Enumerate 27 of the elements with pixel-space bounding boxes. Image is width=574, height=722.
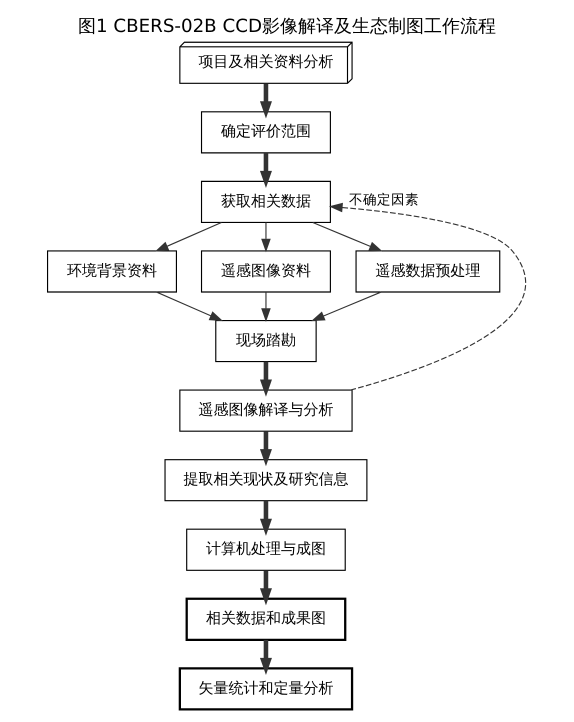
node-box: 环境背景资料 [47, 250, 177, 293]
arrow [156, 292, 224, 322]
arrow [260, 83, 272, 118]
node-box: 提取相关现状及研究信息 [164, 459, 368, 502]
arrow [260, 640, 272, 675]
arrow [260, 152, 272, 188]
node-box: 现场踏勘 [215, 320, 317, 362]
node-box: 矢量统计和定量分析 [178, 667, 354, 711]
node-box: 遥感数据预处理 [355, 250, 500, 293]
arrow [261, 292, 271, 322]
diagram-title: 图1 CBERS-02B CCD影像解译及生态制图工作流程 [78, 16, 496, 37]
arrow [312, 222, 383, 252]
arrow [260, 500, 272, 536]
arrow [260, 570, 272, 606]
edge-label: 不确定因素 [348, 192, 419, 208]
node-box: 计算机处理与成图 [186, 528, 346, 571]
node-box: 确定评价范围 [200, 111, 331, 154]
node-box: 遥感图像解译与分析 [179, 390, 353, 432]
arrow [260, 362, 272, 397]
node-box: 遥感图像资料 [200, 250, 331, 293]
arrow [154, 222, 222, 252]
node-box: 获取相关数据 [200, 180, 331, 223]
node-box: 相关数据和成果图 [186, 598, 346, 641]
arrow [328, 202, 526, 391]
arrow [311, 292, 382, 322]
arrow [260, 431, 272, 466]
arrow [261, 222, 271, 252]
